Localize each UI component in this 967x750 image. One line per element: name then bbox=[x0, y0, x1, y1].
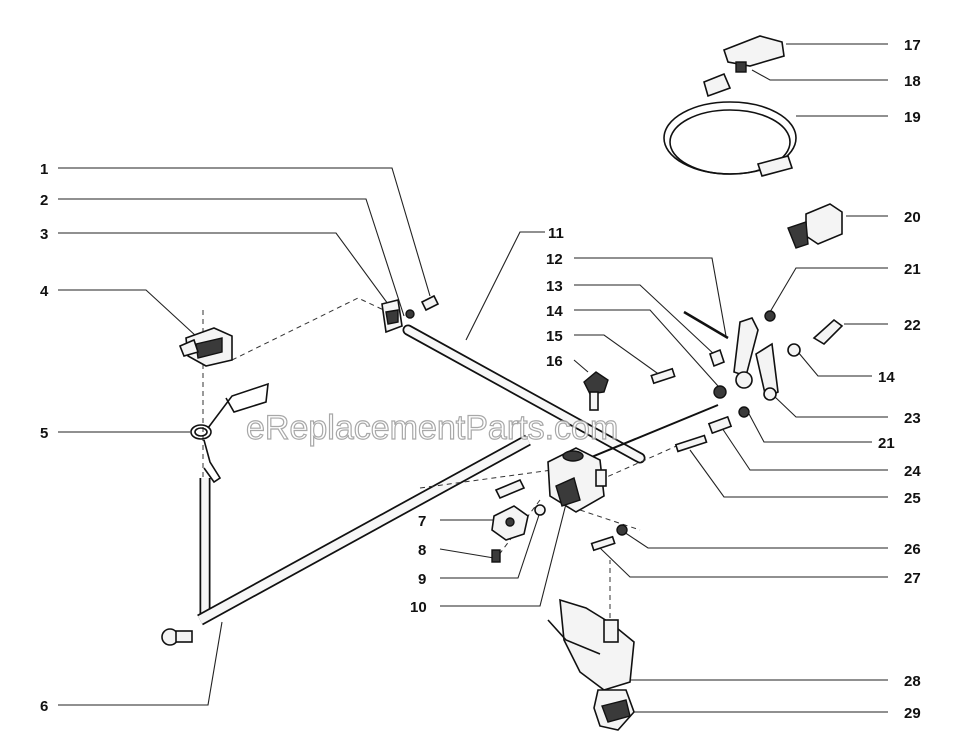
callout-12: 12 bbox=[546, 251, 563, 268]
callout-21b: 21 bbox=[878, 435, 895, 452]
callout-9: 9 bbox=[418, 571, 426, 588]
callouts-right: 17 18 19 20 21 22 14 23 21 24 25 26 27 2… bbox=[878, 37, 921, 722]
callout-1: 1 bbox=[40, 161, 48, 178]
callout-10: 10 bbox=[410, 599, 427, 616]
callout-18: 18 bbox=[904, 73, 921, 90]
leader-lines-middle bbox=[465, 231, 727, 387]
callout-26: 26 bbox=[904, 541, 921, 558]
callout-2: 2 bbox=[40, 192, 48, 209]
knob-part bbox=[583, 371, 609, 411]
clamp-plate-part bbox=[491, 478, 546, 563]
callout-5: 5 bbox=[40, 425, 48, 442]
callout-14a: 14 bbox=[546, 303, 563, 320]
callout-25: 25 bbox=[904, 490, 921, 507]
leader-lines-right bbox=[599, 43, 888, 713]
leader-lines-left bbox=[58, 167, 569, 706]
callout-6: 6 bbox=[40, 698, 48, 715]
bracket-assembly-part bbox=[381, 294, 440, 334]
callout-24: 24 bbox=[904, 463, 921, 480]
callout-14b: 14 bbox=[878, 369, 895, 386]
gun-holder-part bbox=[547, 598, 635, 731]
clamp-body-part bbox=[547, 447, 607, 513]
callout-15: 15 bbox=[546, 328, 563, 345]
callout-22: 22 bbox=[904, 317, 921, 334]
callout-27: 27 bbox=[904, 570, 921, 587]
watermark-text: eReplacementParts.com bbox=[246, 409, 618, 447]
callout-3: 3 bbox=[40, 226, 48, 243]
main-rods bbox=[161, 324, 719, 646]
callout-13: 13 bbox=[546, 278, 563, 295]
callout-20: 20 bbox=[904, 209, 921, 226]
callouts-middle: 11 12 13 14 15 16 bbox=[546, 225, 564, 370]
callout-11: 11 bbox=[548, 225, 564, 242]
callout-4: 4 bbox=[40, 283, 49, 300]
callout-17: 17 bbox=[904, 37, 921, 54]
callout-23: 23 bbox=[904, 410, 921, 427]
callout-19: 19 bbox=[904, 109, 921, 126]
callout-28: 28 bbox=[904, 673, 921, 690]
callout-8: 8 bbox=[418, 542, 426, 559]
connector-part bbox=[787, 203, 843, 249]
torsion-spring-part bbox=[190, 382, 269, 484]
linkage-parts bbox=[590, 310, 844, 552]
hose-assembly-part bbox=[663, 35, 797, 177]
callout-16: 16 bbox=[546, 353, 563, 370]
callout-21a: 21 bbox=[904, 261, 921, 278]
callout-29: 29 bbox=[904, 705, 921, 722]
spring-clip-part bbox=[178, 327, 233, 367]
callouts-left: 1 2 3 4 5 6 7 8 9 10 bbox=[40, 161, 427, 715]
callout-7: 7 bbox=[418, 513, 426, 530]
